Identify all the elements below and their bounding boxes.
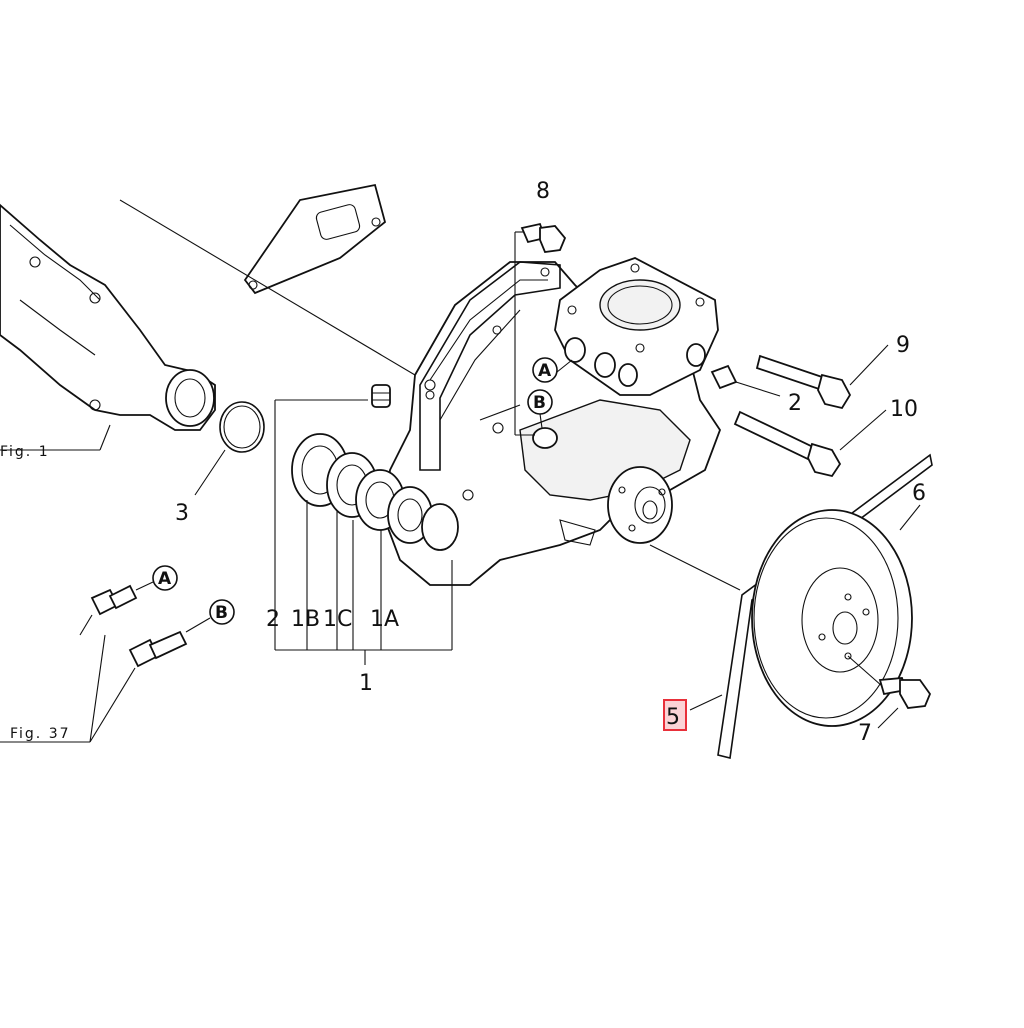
fan-belt	[717, 453, 933, 759]
label-A-sensor: A	[158, 569, 172, 589]
bracket-1	[274, 399, 453, 665]
callout-1A: 1A	[370, 607, 399, 632]
callout-5: 5	[666, 705, 680, 730]
bolt-9	[755, 344, 889, 410]
highlight-box-5	[663, 699, 687, 731]
sensor-A	[79, 565, 178, 636]
bolt-8	[520, 222, 567, 253]
plug-2-right	[710, 364, 781, 397]
callout-2-right: 2	[788, 391, 802, 416]
ref-fig-1: Fig. 1	[0, 444, 50, 460]
plug-2-left	[371, 384, 391, 408]
pulley	[649, 504, 921, 727]
engine-housing-left	[0, 203, 216, 451]
callout-10: 10	[890, 397, 918, 422]
label-B-main: B	[533, 393, 546, 413]
callout-7: 7	[858, 721, 872, 746]
label-A-main: A	[538, 361, 552, 381]
impeller-seal-stack	[291, 433, 459, 551]
bolt-7	[847, 655, 932, 729]
callout-2-left: 2	[266, 607, 280, 632]
ref-fig-37: Fig. 37	[10, 726, 71, 742]
sensor-B	[128, 599, 235, 668]
label-B-sensor: B	[215, 603, 228, 623]
callout-1C: 1C	[323, 607, 352, 632]
o-ring	[194, 401, 265, 496]
bolt-10	[733, 409, 887, 478]
callout-6: 6	[912, 481, 926, 506]
fig37-leaders	[0, 634, 136, 743]
callout-9: 9	[896, 333, 910, 358]
callout-8: 8	[536, 179, 550, 204]
circle-label-B-main	[527, 389, 553, 429]
callout-3: 3	[175, 501, 189, 526]
circle-label-A-main	[532, 357, 573, 383]
callout-1: 1	[359, 671, 373, 696]
thermostat-housing	[554, 257, 719, 396]
gasket-top	[119, 183, 416, 376]
leader-5	[689, 694, 723, 711]
callout-1B: 1B	[291, 607, 320, 632]
